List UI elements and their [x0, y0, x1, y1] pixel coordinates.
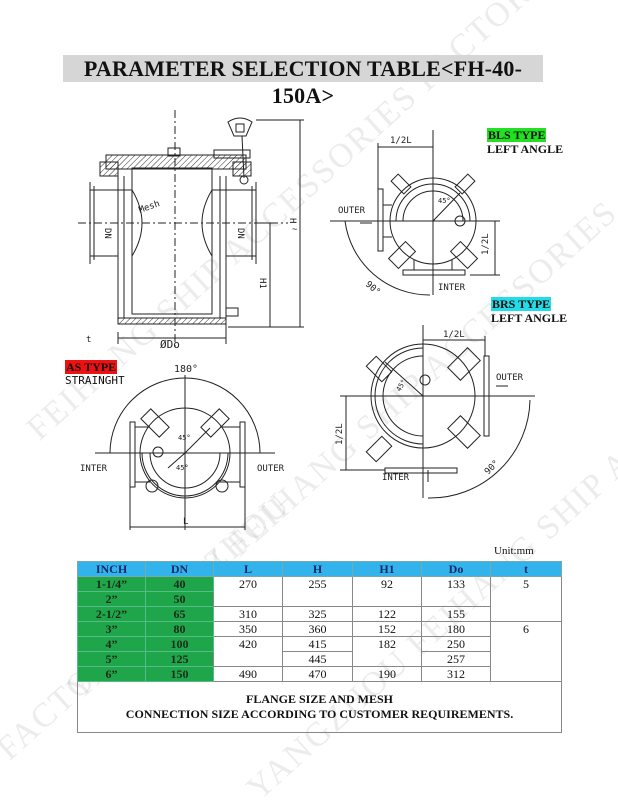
cell-h: 325: [282, 606, 353, 622]
as-type-tag: AS TYPE STRAINGHT: [65, 360, 125, 388]
cell-inch: 5”: [77, 651, 146, 667]
cell-h: 415: [282, 636, 353, 652]
half-l-label: 1/2L: [335, 423, 345, 445]
table-row: 2” 50: [77, 591, 562, 607]
cell-h1: 190: [352, 666, 422, 682]
bls-type-sub: LEFT ANGLE: [487, 142, 564, 156]
cell-l: 490: [213, 666, 283, 682]
cell-inch: 3”: [77, 621, 146, 637]
cell-dn: 50: [145, 591, 214, 607]
dn-label: DN: [235, 228, 245, 239]
cell-dn: 100: [145, 636, 214, 652]
table-row: 6” 150 490 470 190 312: [77, 666, 562, 682]
unit-label: Unit:mm: [494, 545, 534, 557]
cell-l: 420: [213, 636, 283, 667]
cell-inch: 2-1/2”: [77, 606, 146, 622]
do-label: ØDo: [160, 338, 180, 350]
cell-inch: 6”: [77, 666, 146, 682]
table-row: 1-1/4” 40 270 255 92 133 5: [77, 576, 562, 622]
table-header-row: INCH DN L H H1 Do t: [77, 561, 562, 577]
cell-h: 255: [282, 576, 353, 607]
brs-drawing: 1/2L 1/2L OUTER INTER 45° 90°: [310, 320, 540, 500]
bls-type-label: BLS TYPE: [487, 128, 547, 142]
cell-h1: 182: [352, 636, 422, 667]
angle-45-label: 45°: [438, 197, 451, 205]
as-type-sub: STRAINGHT: [65, 374, 125, 387]
inter-label: INTER: [382, 473, 410, 483]
col-header-dn: DN: [145, 561, 214, 577]
half-l-label: 1/2L: [390, 136, 412, 146]
cell-dn: 65: [145, 606, 214, 622]
l-label: L: [183, 517, 188, 527]
cell-do: 180: [421, 621, 491, 637]
t-label: t: [86, 335, 91, 345]
cell-do: 155: [421, 606, 491, 622]
parameter-table: INCH DN L H H1 Do t 1-1/4” 40 270 255 92…: [77, 561, 562, 733]
dn-label: DN: [102, 228, 112, 239]
brs-type-sub: LEFT ANGLE: [491, 311, 568, 325]
cell-dn: 80: [145, 621, 214, 637]
cell-l: 310: [213, 606, 283, 622]
brs-type-tag: BRS TYPE LEFT ANGLE: [491, 297, 567, 325]
cell-l: 350: [213, 621, 283, 637]
cell-h: 470: [282, 666, 353, 682]
col-header-h1: H1: [352, 561, 422, 577]
cell-inch: 4”: [77, 636, 146, 652]
table-row: 2-1/2” 65 310 325 122 155: [77, 606, 562, 622]
bls-type-tag: BLS TYPE LEFT ANGLE: [487, 128, 563, 156]
angle-180-label: 180°: [174, 364, 198, 375]
col-header-inch: INCH: [77, 561, 146, 577]
cell-h1: 92: [352, 576, 422, 607]
cell-h: 360: [282, 621, 353, 637]
as-type-label: AS TYPE: [65, 360, 118, 374]
h1-label: H1: [257, 278, 267, 289]
col-header-l: L: [213, 561, 283, 577]
section-drawing: Mesh DN DN ØDo t H ~ H1: [78, 110, 318, 350]
cell-do: 312: [421, 666, 491, 682]
cell-h1: 152: [352, 621, 422, 637]
cell-do: 250: [421, 636, 491, 652]
col-header-do: Do: [421, 561, 491, 577]
cell-t: 5: [490, 576, 562, 622]
as-drawing: 180° 45° 45° INTER OUTER L: [70, 360, 300, 535]
outer-label: OUTER: [257, 464, 285, 474]
cell-dn: 40: [145, 576, 214, 592]
angle-90-label: 90°: [363, 280, 382, 298]
half-l-label: 1/2L: [481, 233, 491, 255]
bls-drawing: 1/2L 1/2L OUTER INTER 45° 90°: [330, 125, 500, 300]
col-header-t: t: [490, 561, 562, 577]
angle-45-label: 45°: [178, 434, 191, 442]
note-line-2: CONNECTION SIZE ACCORDING TO CUSTOMER RE…: [125, 707, 514, 721]
table-row: 3” 80 350 360 152 180 6: [77, 621, 562, 682]
note-line-1: FLANGE SIZE AND MESH: [245, 692, 394, 706]
cell-t: 6: [490, 621, 562, 682]
outer-label: OUTER: [338, 206, 366, 216]
outer-label: OUTER: [496, 373, 524, 383]
cell-do: 133: [421, 576, 491, 607]
table-row: 5” 125 445 257: [77, 651, 562, 667]
cell-h: 445: [282, 651, 353, 667]
angle-45-label: 45°: [176, 464, 189, 472]
cell-h1: 122: [352, 606, 422, 622]
cell-l: 270: [213, 576, 283, 607]
mesh-label: Mesh: [138, 199, 162, 216]
cell-inch: 2”: [77, 591, 146, 607]
cell-dn: 125: [145, 651, 214, 667]
table-row: 4” 100 420 415 182 250: [77, 636, 562, 667]
h-label: H: [287, 218, 297, 223]
brs-type-label: BRS TYPE: [491, 297, 552, 311]
cell-dn: 150: [145, 666, 214, 682]
table-note: FLANGE SIZE AND MESH CONNECTION SIZE ACC…: [77, 681, 562, 733]
inter-label: INTER: [80, 464, 108, 474]
page-title: PARAMETER SELECTION TABLE<FH-40-150A>: [63, 55, 543, 108]
cell-do: 257: [421, 651, 491, 667]
col-header-h: H: [282, 561, 353, 577]
angle-90-label: 90°: [483, 459, 502, 478]
half-l-label: 1/2L: [443, 330, 465, 340]
inter-label: INTER: [438, 283, 466, 293]
table-note-row: FLANGE SIZE AND MESH CONNECTION SIZE ACC…: [77, 681, 562, 733]
cell-inch: 1-1/4”: [77, 576, 146, 592]
approx-label: ~: [292, 225, 298, 235]
